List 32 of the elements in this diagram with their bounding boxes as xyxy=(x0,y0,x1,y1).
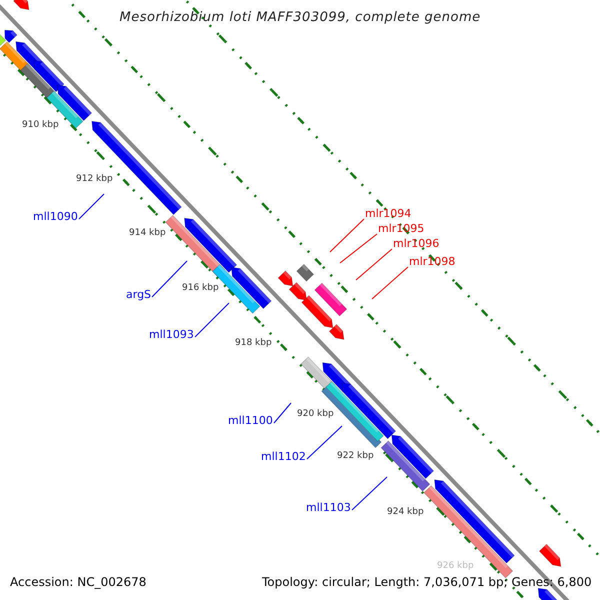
gene-label: argS xyxy=(126,289,152,300)
leader-line xyxy=(194,302,230,338)
scale-label: 916 kbp xyxy=(182,284,219,293)
leader-line xyxy=(356,248,392,280)
scale-label: 922 kbp xyxy=(337,452,374,461)
gene-label: mll1103 xyxy=(306,502,351,513)
leader-line xyxy=(274,402,292,424)
gene-label: mll1100 xyxy=(228,415,273,426)
leader-line xyxy=(352,476,388,510)
scale-label: 924 kbp xyxy=(387,508,424,517)
gene-label: mll1102 xyxy=(261,451,306,462)
gene-label: mlr1098 xyxy=(409,256,456,267)
leader-line xyxy=(152,260,188,298)
scale-label: 912 kbp xyxy=(76,175,113,184)
scale-label: 910 kbp xyxy=(22,121,59,130)
genome-stats-text: Topology: circular; Length: 7,036,071 bp; Genes: 6,800 xyxy=(262,576,592,588)
gene-label: mlr1094 xyxy=(365,208,412,219)
scale-label: 926 kbp xyxy=(437,562,474,571)
leader-line xyxy=(372,266,408,300)
scale-label: 918 kbp xyxy=(235,339,272,348)
gene-label: mlr1096 xyxy=(393,238,440,249)
gene-label: mll1090 xyxy=(33,211,78,222)
scale-label: 914 kbp xyxy=(129,229,166,238)
gene-label: mll1093 xyxy=(149,329,194,340)
leader-line xyxy=(340,234,378,264)
gene-label: mlr1095 xyxy=(378,223,424,234)
leader-line xyxy=(306,426,342,460)
scale-label: 920 kbp xyxy=(297,410,334,419)
accession-text: Accession: NC_002678 xyxy=(10,576,146,588)
title: Mesorhizobium loti MAFF303099, complete genome xyxy=(120,11,481,24)
leader-line xyxy=(78,194,104,220)
leader-line xyxy=(330,218,364,252)
